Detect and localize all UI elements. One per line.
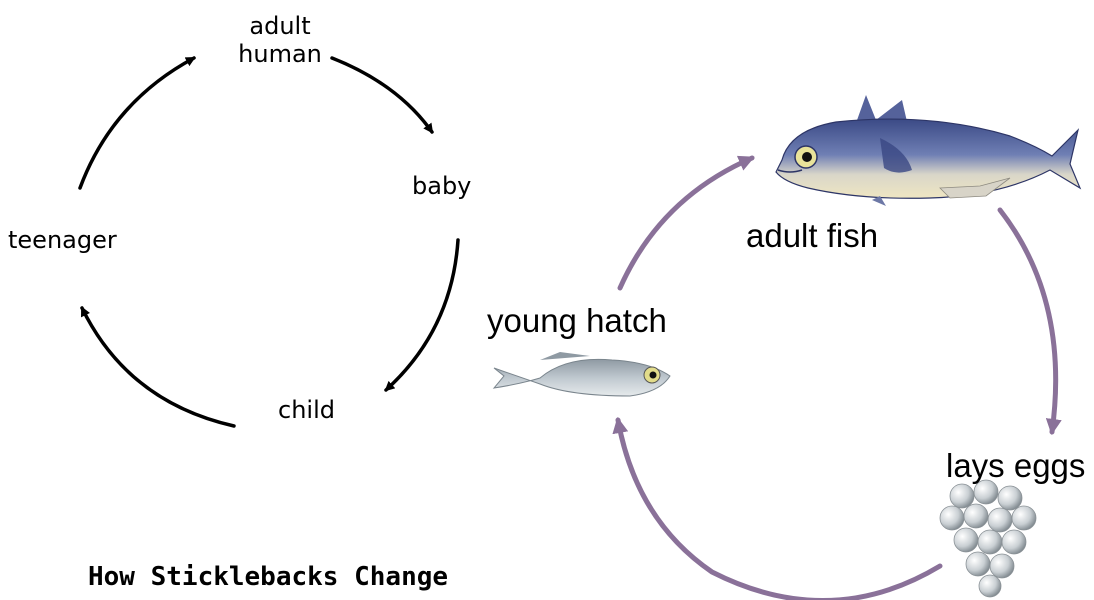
stage-label-lays-eggs: lays eggs bbox=[946, 448, 1085, 484]
stage-label-young-hatch: young hatch bbox=[487, 303, 667, 339]
human-cycle-arrows bbox=[80, 58, 458, 426]
diagram-caption: How Sticklebacks Change bbox=[88, 562, 448, 592]
stage-label-teenager: teenager bbox=[8, 226, 117, 254]
arrow-baby-to-child bbox=[386, 240, 458, 390]
stage-label-adult-fish: adult fish bbox=[746, 218, 878, 254]
young-fish-illustration bbox=[494, 352, 670, 396]
stage-label-adult-human: adult human bbox=[230, 12, 330, 68]
adult-fish-illustration bbox=[776, 95, 1080, 206]
arrow-child-to-teenager bbox=[82, 308, 234, 426]
arrow-adult-to-eggs bbox=[1000, 210, 1056, 432]
stage-label-child: child bbox=[278, 396, 335, 424]
arrow-eggs-to-young bbox=[618, 420, 940, 600]
stage-label-baby: baby bbox=[412, 172, 471, 200]
eggs-illustration bbox=[940, 480, 1036, 597]
arrow-adult-to-baby bbox=[332, 58, 432, 132]
arrow-teenager-to-adult bbox=[80, 58, 194, 188]
arrow-young-to-adult bbox=[620, 158, 752, 288]
